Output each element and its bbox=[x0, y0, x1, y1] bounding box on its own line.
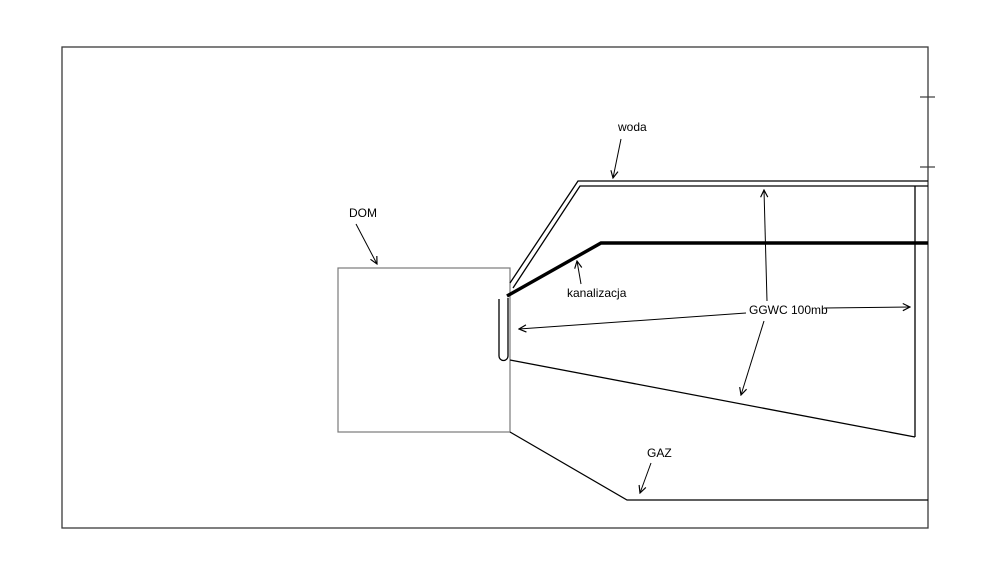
woda-label: woda bbox=[617, 120, 647, 134]
house-outline bbox=[337, 267, 511, 433]
gaz-arrow bbox=[640, 462, 652, 493]
ggwc-label: GGWC 100mb bbox=[749, 303, 828, 317]
ggwc-house-connection bbox=[498, 298, 509, 362]
sewage-line bbox=[506, 241, 928, 298]
plot-boundary bbox=[61, 46, 929, 529]
water-line-upper bbox=[509, 180, 928, 284]
water-line-lower bbox=[512, 185, 928, 289]
kanalizacja-arrow bbox=[577, 261, 581, 285]
ggwc-arrow-to-right-line bbox=[823, 307, 910, 308]
dom-arrow bbox=[355, 223, 377, 264]
ggwc-arrow-to-diagonal bbox=[741, 320, 765, 395]
gaz-label: GAZ bbox=[647, 446, 672, 460]
ggwc-loop-diagonal-line bbox=[509, 359, 916, 438]
dom-label: DOM bbox=[349, 206, 377, 220]
gas-line bbox=[509, 431, 928, 501]
kanalizacja-label: kanalizacja bbox=[567, 286, 627, 300]
woda-arrow bbox=[613, 138, 622, 178]
ggwc-arrow-to-water bbox=[764, 190, 767, 302]
ggwc-arrow-to-house-stub bbox=[519, 312, 747, 329]
